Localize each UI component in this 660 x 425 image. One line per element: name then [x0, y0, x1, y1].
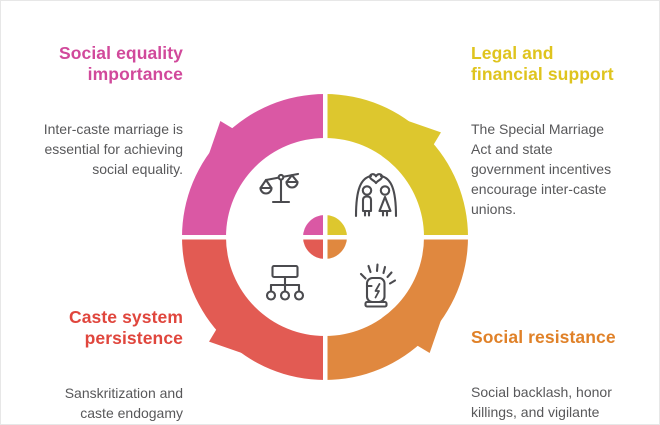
- section-body: Sanskritization and caste endogamy maint…: [64, 385, 183, 421]
- section-social-equality: Social equality importance Inter-caste m…: [21, 25, 183, 197]
- arc-caste-persistence: [182, 237, 325, 380]
- hierarchy-icon: [265, 264, 305, 301]
- arc-social-resistance: [325, 237, 468, 380]
- section-title: Social resistance: [471, 327, 616, 347]
- section-body: The Special Marriage Act and state gover…: [471, 121, 612, 217]
- wedding-couple-icon: [354, 173, 398, 218]
- section-body: Inter-caste marriage is essential for ac…: [43, 121, 183, 177]
- section-social-resistance: Social resistance Social backlash, honor…: [471, 309, 657, 424]
- quadrant-divider-horizontal: [177, 235, 473, 240]
- section-title: Legal and financial support: [471, 43, 614, 84]
- arc-social-equality: [182, 94, 325, 237]
- raised-fist-icon: [359, 263, 397, 308]
- section-title: Social equality importance: [58, 43, 183, 84]
- section-body: Social backlash, honor killings, and vig…: [471, 384, 612, 420]
- arrow-barb-pink: [206, 121, 235, 160]
- arrow-barb-yellow: [402, 118, 441, 147]
- center-pie: [303, 215, 347, 259]
- section-title: Caste system persistence: [68, 307, 183, 348]
- section-legal-support: Legal and financial support The Special …: [471, 25, 653, 237]
- scales-of-justice-icon: [259, 172, 300, 204]
- arrow-barb-orange: [415, 314, 444, 353]
- section-caste-persistence: Caste system persistence Sanskritization…: [21, 289, 183, 424]
- arrow-barb-red: [209, 327, 248, 356]
- arc-legal-support: [325, 94, 468, 237]
